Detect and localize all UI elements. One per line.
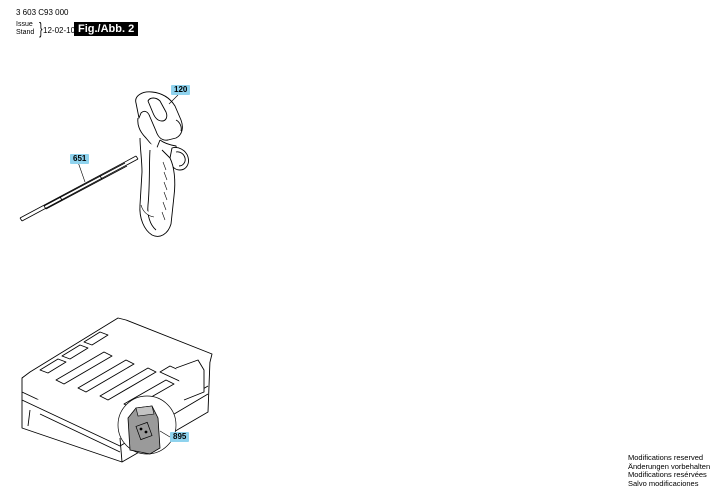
auxiliary-handle-drawing [135, 91, 189, 237]
issue-stand-labels: Issue Stand [16, 21, 34, 37]
notice-line-es: Salvo modificaciones [628, 478, 699, 488]
callout-handle[interactable]: 120 [171, 85, 191, 95]
stand-label: Stand [16, 29, 35, 36]
modifications-notice: Modifications reserved Änderungen vorbeh… [628, 453, 711, 488]
brace-glyph: } [39, 19, 43, 38]
handle-leader [168, 94, 179, 105]
case-latch-detail [117, 395, 177, 455]
notice-line-fr: Modifications resérvées [628, 470, 707, 479]
depth-rod-drawing [19, 155, 139, 222]
figure-badge: Fig./Abb. 2 [74, 22, 139, 36]
notice-line-en: Modifications reserved [628, 453, 704, 462]
callout-case[interactable]: 895 [170, 432, 190, 442]
document-number: 3 603 C93 000 [16, 8, 69, 17]
notice-line-de: Änderungen vorbehalten [628, 461, 711, 471]
issue-date: 12-02-10 [43, 26, 76, 35]
callout-depth-rod[interactable]: 651 [70, 154, 90, 164]
depth-rod-leader [77, 161, 86, 183]
issue-label: Issue [16, 21, 33, 28]
case-leader [159, 430, 171, 438]
